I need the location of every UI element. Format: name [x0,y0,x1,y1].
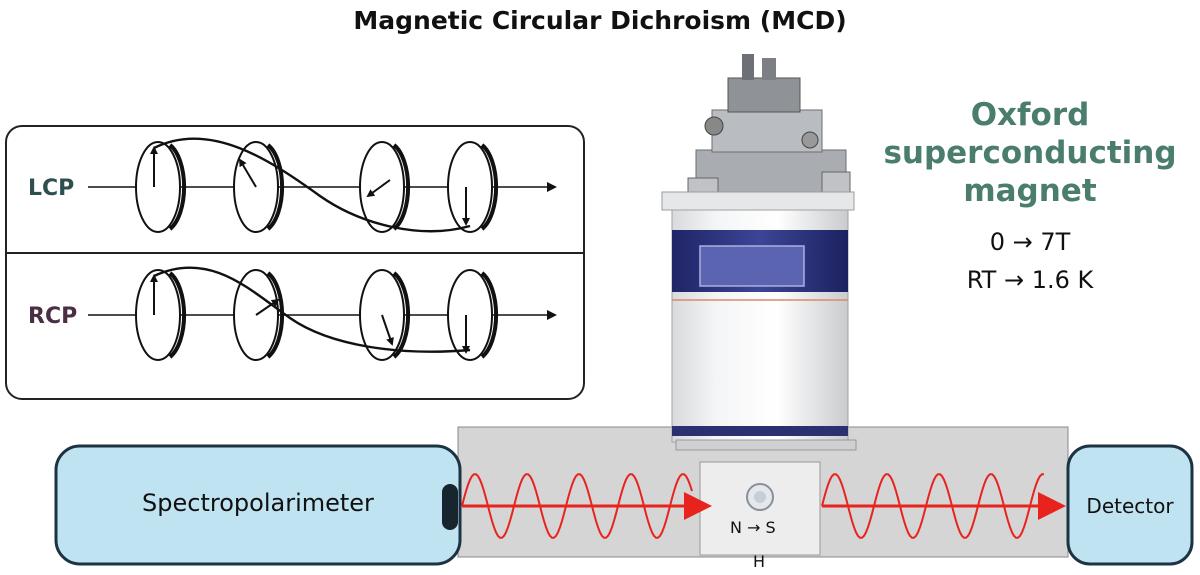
field-range: 0 → 7T [880,228,1180,256]
magnet-name-line2: superconducting [880,134,1180,172]
magnet-name-line3: magnet [880,172,1180,210]
superconducting-magnet-cryostat [662,54,856,450]
detector-label: Detector [1068,494,1192,518]
page-title: Magnetic Circular Dichroism (MCD) [0,6,1200,35]
magnet-name: Oxford superconducting magnet [880,96,1180,210]
magnet-name-line1: Oxford [880,96,1180,134]
field-direction-label: N → S [730,518,776,537]
temperature-range: RT → 1.6 K [880,266,1180,294]
rcp-label: RCP [28,304,77,329]
polarization-panel [6,126,584,399]
spectropolarimeter-label: Spectropolarimeter [56,489,460,517]
field-symbol-label: H [753,552,765,571]
lcp-label: LCP [28,176,74,201]
